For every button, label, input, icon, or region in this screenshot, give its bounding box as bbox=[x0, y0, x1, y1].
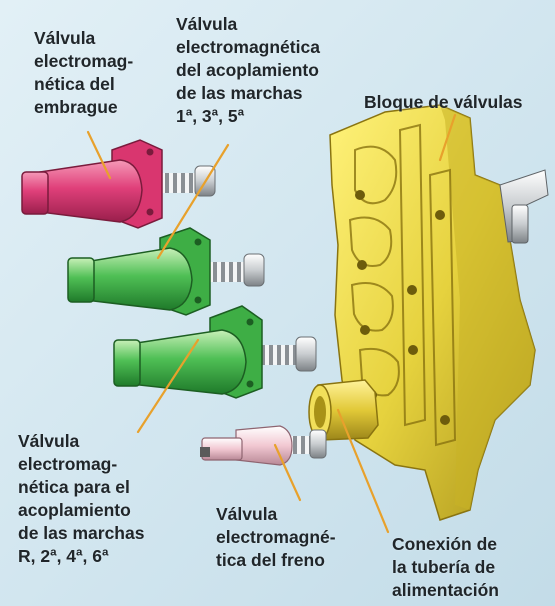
label-valve-r246: Válvula electromag- nética para el acopl… bbox=[18, 431, 145, 566]
leader-clutch-valve bbox=[86, 130, 112, 180]
label-clutch-valve: Válvula electromag- nética del embrague bbox=[34, 28, 134, 117]
valve-block bbox=[329, 104, 549, 521]
gear-1-3-5-solenoid-valve bbox=[67, 227, 265, 316]
leader-lines bbox=[86, 113, 457, 534]
leader-valve-135 bbox=[156, 143, 230, 260]
leader-brake-valve bbox=[273, 443, 302, 502]
supply-line-connection bbox=[308, 379, 379, 441]
gear-r-2-4-6-solenoid-valve bbox=[113, 305, 317, 399]
clutch-solenoid-valve bbox=[21, 139, 216, 229]
label-valve-135: Válvula electromagnética del acoplamient… bbox=[176, 14, 320, 126]
brake-solenoid-valve bbox=[200, 425, 327, 466]
leader-valve-block bbox=[438, 113, 457, 162]
label-valve-block: Bloque de válvulas bbox=[364, 92, 523, 112]
leader-valve-r246 bbox=[136, 338, 200, 434]
label-supply-connection: Conexión de la tubería de alimentación bbox=[392, 534, 499, 600]
leader-supply-connection bbox=[336, 408, 390, 534]
block-connector bbox=[499, 169, 549, 244]
label-brake-valve: Válvula electromagné- tica del freno bbox=[216, 504, 336, 570]
